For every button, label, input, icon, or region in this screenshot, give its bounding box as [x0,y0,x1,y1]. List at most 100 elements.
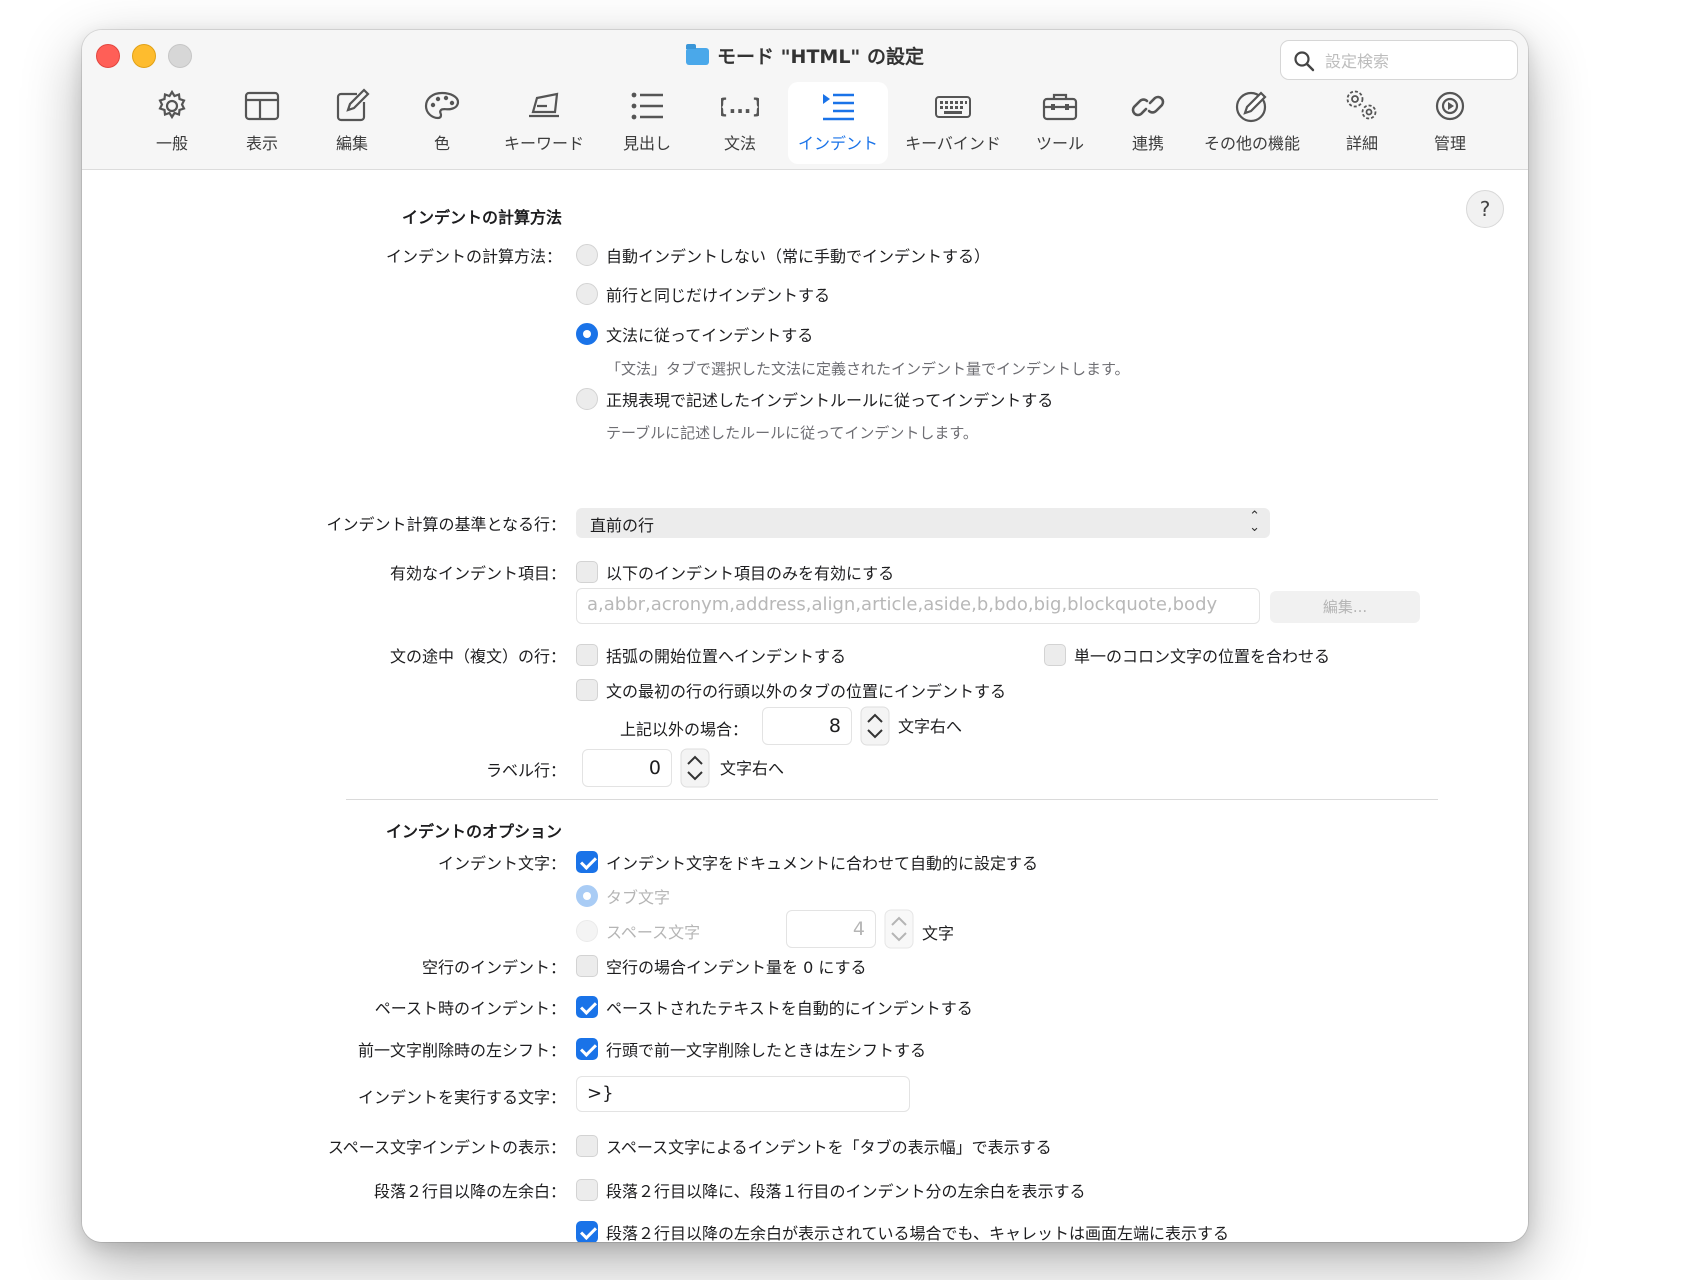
radio-regex-rules[interactable]: 正規表現で記述したインデントルールに従ってインデントする [576,387,1053,411]
grammar-note: 「文法」タブで選択した文法に定義されたインデント量でインデントします。 [606,360,1130,378]
label-line-stepper[interactable] [680,748,710,788]
left-shift-checkbox[interactable]: 行頭で前一文字削除したときは左シフトする [576,1037,926,1061]
window-layout-icon [244,91,280,121]
tab-headings[interactable]: 見出し [604,82,690,164]
gears-icon [1346,90,1377,120]
checkbox-indicator [576,644,598,666]
colon-align-checkbox[interactable]: 単一のコロン文字の位置を合わせる [1044,643,1330,667]
settings-window: モード "HTML" の設定 一般 表示 編集 色 キーワード 見出し [82,30,1528,1242]
tab-other-features[interactable]: その他の機能 [1192,82,1312,164]
checkbox-indicator [576,1179,598,1201]
folder-icon [686,44,710,65]
checkbox-indicator-checked [576,996,598,1018]
tab-color[interactable]: 色 [404,82,480,164]
checkbox-indicator-checked [576,1038,598,1060]
search-icon [1294,51,1315,72]
calc-method-label: インデントの計算方法： [385,247,562,266]
other-case-label: 上記以外の場合： [619,720,748,739]
palette-icon [424,91,460,120]
window-title: モード "HTML" の設定 [82,42,1528,69]
base-line-popup[interactable]: 直前の行 ⌃⌄ [576,508,1270,538]
manage-icon [1435,91,1465,121]
keyboard-icon [935,96,971,118]
checkbox-indicator [576,1135,598,1157]
edit-icon [336,88,370,122]
indent-char-label: インデント文字： [437,854,566,873]
search-field[interactable] [1280,40,1518,80]
caret-left-checkbox[interactable]: 段落２行目以降の左余白が表示されている場合でも、キャレットは画面左端に表示する [576,1220,1229,1242]
indent-icon [823,93,854,121]
edit-items-button[interactable]: 編集... [1270,591,1420,623]
valid-items-checkbox[interactable]: 以下のインデント項目のみを有効にする [576,560,894,584]
space-count-unit: 文字 [922,924,955,943]
paste-indent-checkbox[interactable]: ペーストされたテキストを自動的にインデントする [576,995,973,1019]
other-case-stepper[interactable] [860,706,890,746]
radio-no-auto-indent[interactable]: 自動インデントしない（常に手動でインデントする） [576,243,990,267]
svg-text:{...}: {...} [721,94,759,118]
left-shift-label: 前一文字削除時の左シフト： [357,1041,566,1060]
regex-note: テーブルに記述したルールに従ってインデントします。 [606,424,978,442]
list-icon [631,92,663,120]
base-line-label: インデント計算の基準となる行： [326,515,566,534]
search-input[interactable] [1325,49,1505,73]
minimize-button[interactable] [132,44,156,68]
indent-settings-pane [82,171,1528,1242]
space-count-stepper[interactable] [884,909,914,949]
chevron-updown-icon: ⌃⌄ [1249,509,1260,535]
checkbox-indicator [1044,644,1066,666]
trigger-chars-label: インデントを実行する文字： [357,1088,566,1107]
checkbox-indicator [576,679,598,701]
checkbox-indicator [576,955,598,977]
link-icon [1131,95,1165,117]
toolbox-icon [1042,93,1078,121]
tab-general[interactable]: 一般 [134,82,210,164]
tab-edit[interactable]: 編集 [314,82,390,164]
radio-space-char[interactable]: スペース文字 [576,919,700,943]
tab-grammar[interactable]: {...} 文法 [702,82,778,164]
zoom-button[interactable] [168,44,192,68]
label-line-unit: 文字右へ [720,759,785,778]
blank-line-checkbox[interactable]: 空行の場合インデント量を 0 にする [576,954,867,978]
radio-indicator-selected [576,323,598,345]
tab-position-checkbox[interactable]: 文の最初の行の行頭以外のタブの位置にインデントする [576,678,1006,702]
space-count-field[interactable]: 4 [786,910,876,948]
bracket-indent-checkbox[interactable]: 括弧の開始位置へインデントする [576,643,846,667]
radio-indicator [576,388,598,410]
tab-indent[interactable]: インデント [788,82,888,164]
space-display-checkbox[interactable]: スペース文字によるインデントを「タブの表示幅」で表示する [576,1134,1052,1158]
trigger-chars-field[interactable]: >} [576,1076,910,1112]
radio-indicator-selected [576,885,598,907]
tab-integration[interactable]: 連携 [1110,82,1186,164]
paragraph-margin-label: 段落２行目以降の左余白： [373,1182,566,1201]
other-case-field[interactable]: 8 [762,707,852,745]
complex-line-label: 文の途中（複文）の行： [389,647,566,666]
radio-same-as-previous[interactable]: 前行と同じだけインデントする [576,282,830,306]
gear-icon [158,89,186,120]
checkbox-indicator [576,561,598,583]
indent-items-field[interactable]: a,abbr,acronym,address,align,article,asi… [576,588,1260,624]
paragraph-margin-checkbox[interactable]: 段落２行目以降に、段落１行目のインデント分の左余白を表示する [576,1178,1086,1202]
radio-indicator [576,283,598,305]
auto-indent-char-checkbox[interactable]: インデント文字をドキュメントに合わせて自動的に設定する [576,850,1038,874]
braces-icon: {...} [721,94,759,118]
label-line-label: ラベル行： [485,761,566,780]
close-button[interactable] [96,44,120,68]
blank-line-label: 空行のインデント： [421,958,566,977]
radio-tab-char[interactable]: タブ文字 [576,884,670,908]
paste-indent-label: ペースト時のインデント： [374,999,566,1018]
tab-keyword[interactable]: キーワード [494,82,594,164]
tab-details[interactable]: 詳細 [1324,82,1400,164]
section-heading-options: インデントのオプション [385,822,562,841]
label-line-field[interactable]: 0 [582,749,672,787]
tab-manage[interactable]: 管理 [1412,82,1488,164]
tab-display[interactable]: 表示 [224,82,300,164]
radio-indicator [576,244,598,266]
tab-keybind[interactable]: キーバインド [896,82,1010,164]
help-button[interactable]: ? [1466,190,1504,228]
other-case-unit: 文字右へ [898,717,963,736]
keyword-icon [529,92,559,118]
tab-tools[interactable]: ツール [1020,82,1100,164]
space-display-label: スペース文字インデントの表示： [327,1138,566,1157]
valid-items-label: 有効なインデント項目： [389,564,566,583]
radio-follow-grammar[interactable]: 文法に従ってインデントする [576,322,813,346]
